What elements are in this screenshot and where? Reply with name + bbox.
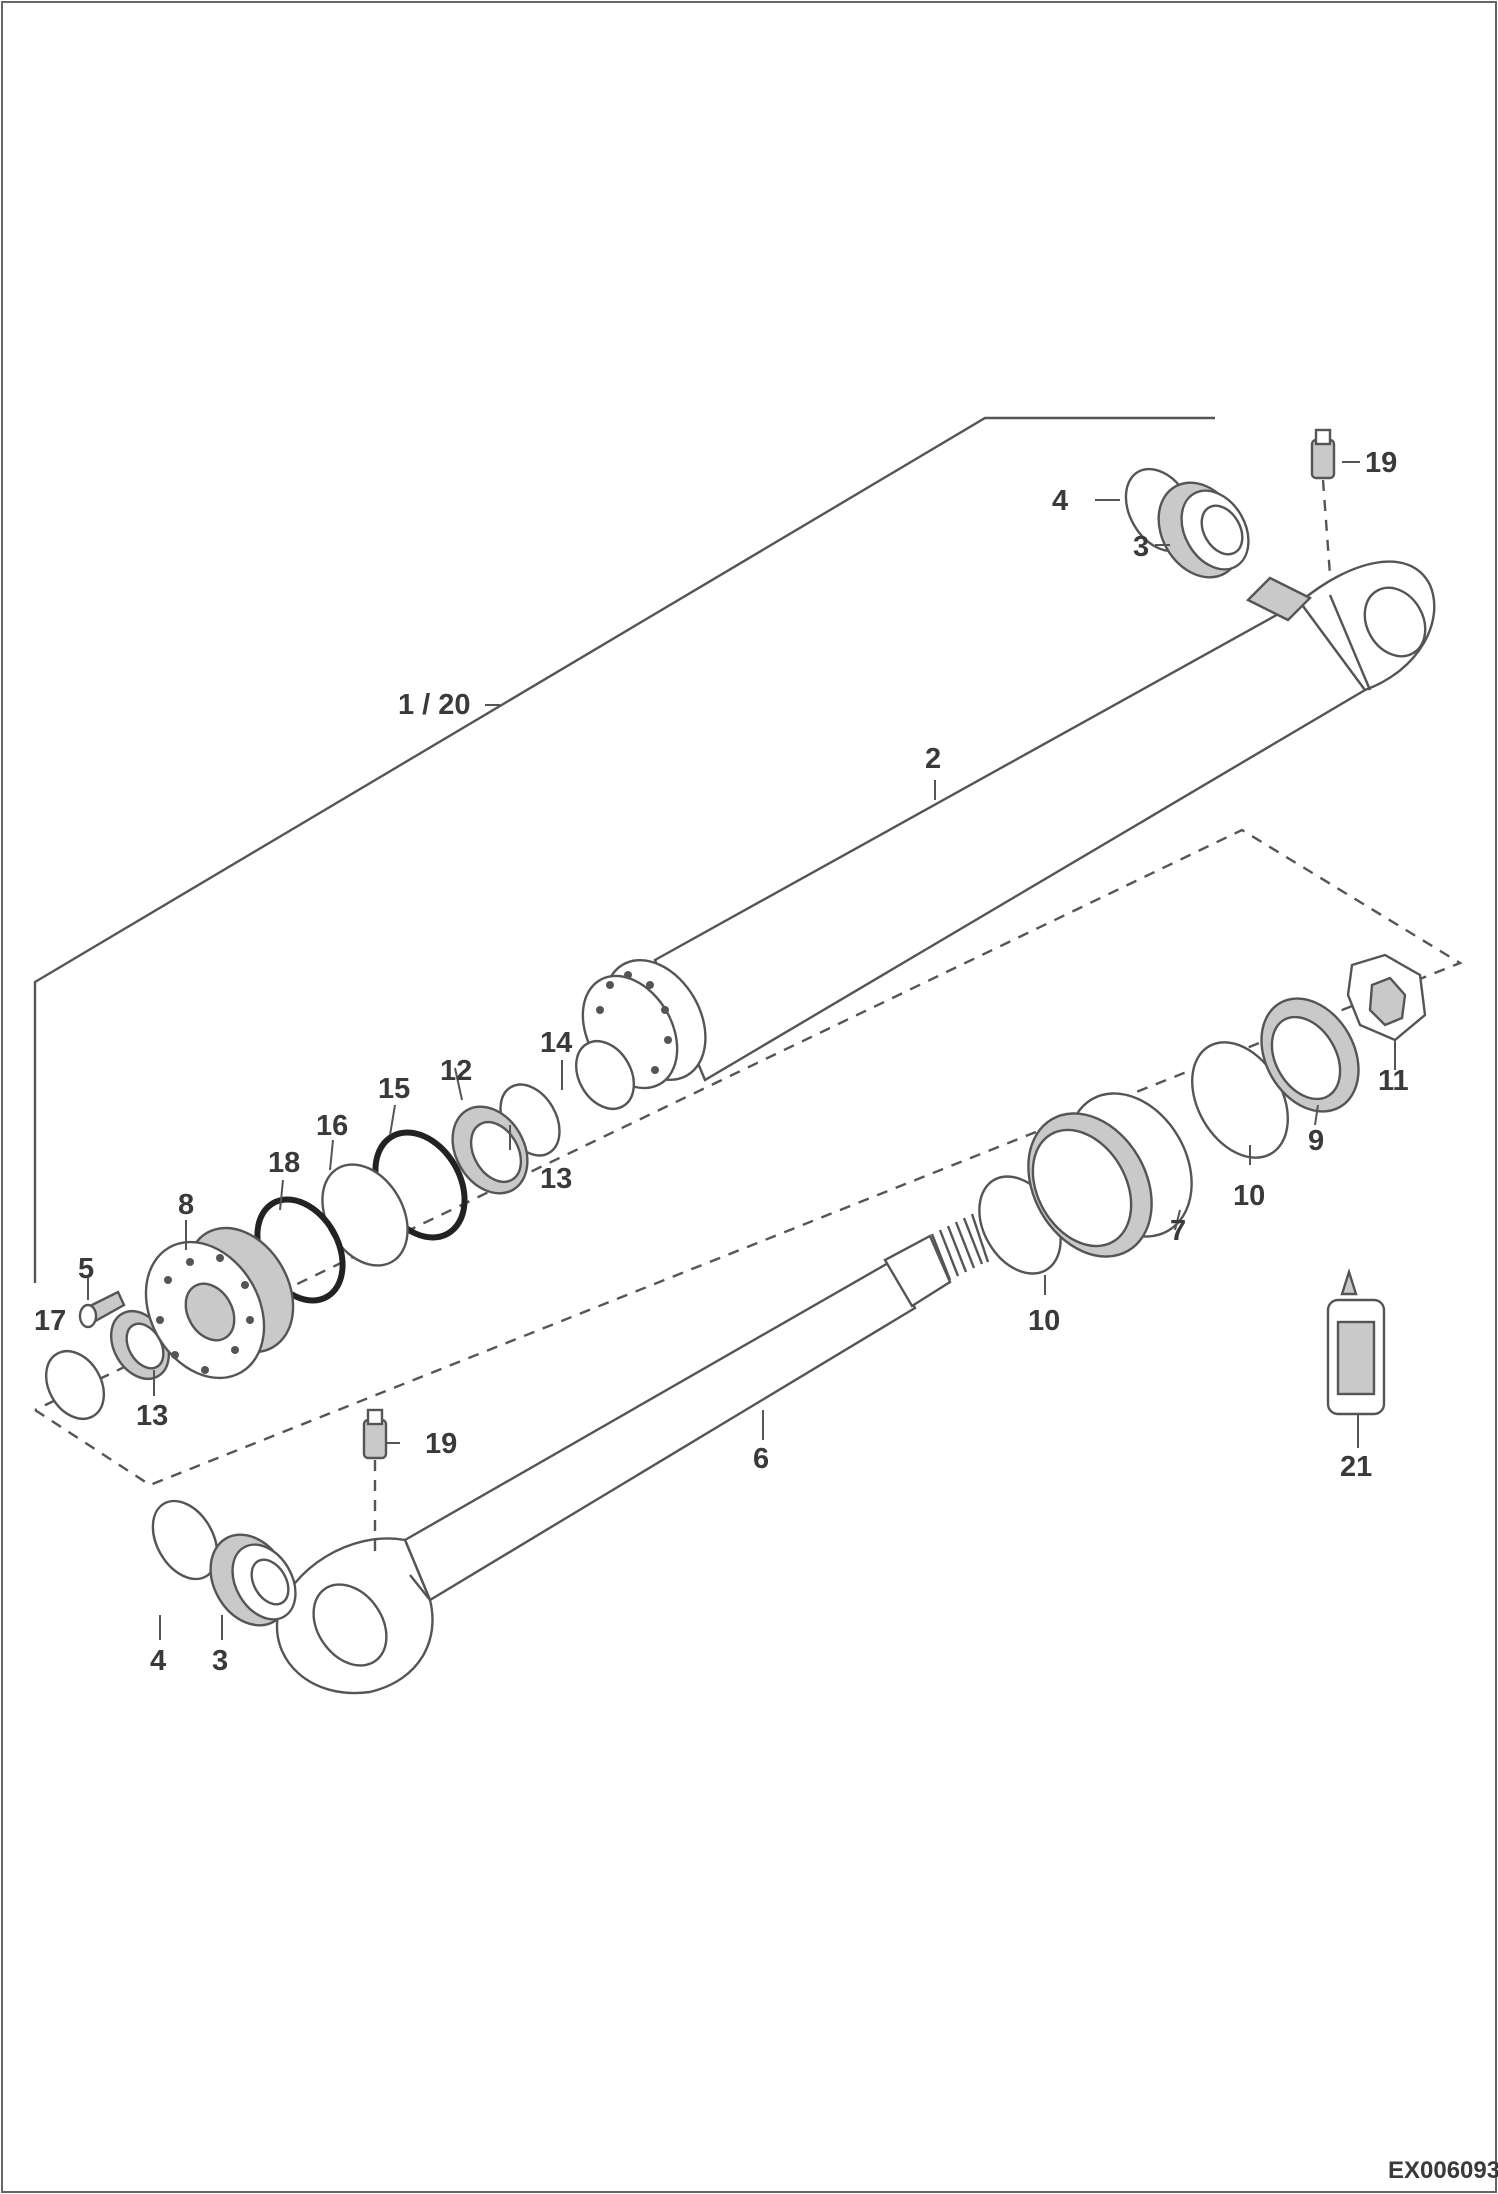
callout-1-20: 1 / 20 xyxy=(398,689,471,721)
leader-lines xyxy=(87,461,1396,1640)
callout-19-bottom: 19 xyxy=(425,1428,457,1460)
callout-9: 9 xyxy=(1308,1125,1324,1157)
callout-18: 18 xyxy=(268,1147,300,1179)
bushing-top xyxy=(1124,467,1250,579)
callout-21: 21 xyxy=(1340,1451,1372,1483)
piston-rod xyxy=(275,1213,990,1695)
seal-group-left xyxy=(44,1040,636,1420)
callout-12: 12 xyxy=(440,1055,472,1087)
callout-19-top: 19 xyxy=(1365,447,1397,479)
callouts: 1 / 20 2 3 4 19 14 13 12 15 16 18 8 5 17… xyxy=(34,447,1498,2184)
callout-3-top: 3 xyxy=(1133,531,1149,563)
callout-8: 8 xyxy=(178,1189,194,1221)
callout-5: 5 xyxy=(78,1253,94,1285)
drawing-code: EX006093 xyxy=(1388,2157,1498,2184)
callout-14: 14 xyxy=(540,1027,572,1059)
cylinder-barrel xyxy=(581,560,1436,1090)
gland-head xyxy=(144,1226,295,1380)
callout-10-right: 10 xyxy=(1233,1180,1265,1212)
grease-nipple-top xyxy=(1310,428,1336,576)
bushing-bottom xyxy=(151,1499,297,1627)
callout-11: 11 xyxy=(1378,1065,1409,1097)
callout-17: 17 xyxy=(34,1305,66,1337)
assembly-bracket xyxy=(33,416,1215,1283)
callout-7: 7 xyxy=(1170,1215,1186,1247)
callout-4-top: 4 xyxy=(1052,485,1068,517)
callout-13-lower: 13 xyxy=(136,1400,168,1432)
exploded-envelope xyxy=(34,828,1463,1487)
grease-nipple-bottom xyxy=(362,1408,388,1560)
grease-cartridge xyxy=(1326,1268,1386,1416)
set-screw xyxy=(78,1290,126,1329)
callout-6: 6 xyxy=(753,1443,769,1475)
piston-group-right xyxy=(978,953,1427,1275)
callout-10-left: 10 xyxy=(1028,1305,1060,1337)
callout-13-upper: 13 xyxy=(540,1163,572,1195)
callout-4-bottom: 4 xyxy=(150,1645,166,1677)
callout-2: 2 xyxy=(925,743,941,775)
callout-3-bottom: 3 xyxy=(212,1645,228,1677)
callout-16: 16 xyxy=(316,1110,348,1142)
callout-15: 15 xyxy=(378,1073,410,1105)
